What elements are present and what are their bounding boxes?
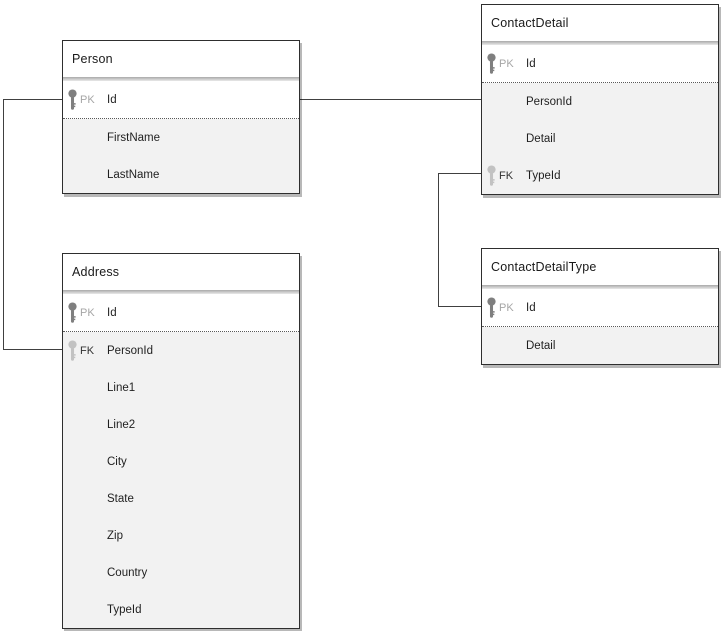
- pk-badge: PK: [499, 57, 514, 70]
- key-indicator: FK: [486, 165, 526, 186]
- column-row: LastName: [63, 156, 299, 193]
- fk-badge: FK: [499, 169, 514, 182]
- pk-badge: PK: [80, 93, 95, 106]
- header-shadow: [482, 285, 718, 289]
- column-row: Detail: [482, 120, 718, 157]
- column-name: State: [107, 492, 134, 505]
- column-name: TypeId: [526, 169, 561, 182]
- key-columns-section: PK Id: [482, 289, 718, 327]
- fk-badge: FK: [80, 344, 95, 357]
- primary-key-icon: [487, 297, 496, 318]
- column-row: State: [63, 480, 299, 517]
- column-name: LastName: [107, 168, 160, 181]
- column-name: Line1: [107, 381, 136, 394]
- key-indicator: PK: [67, 302, 107, 323]
- column-row: PK Id: [482, 45, 718, 82]
- table-title: Address: [72, 265, 120, 279]
- connector-person-address: [3, 349, 62, 350]
- column-name: City: [107, 455, 127, 468]
- column-row: PK Id: [63, 294, 299, 331]
- column-row: PK Id: [482, 289, 718, 326]
- column-row: Detail: [482, 327, 718, 364]
- connector-contactdetail-contactdetailtype: [438, 173, 481, 174]
- connector-contactdetail-contactdetailtype: [438, 173, 439, 307]
- key-columns-section: PK Id: [63, 81, 299, 119]
- header-shadow: [482, 41, 718, 45]
- key-indicator: FK: [67, 340, 107, 361]
- column-name: Detail: [526, 339, 556, 352]
- column-row: PersonId: [482, 83, 718, 120]
- column-name: FirstName: [107, 131, 161, 144]
- pk-badge: PK: [80, 306, 95, 319]
- key-indicator: PK: [486, 297, 526, 318]
- column-name: Country: [107, 566, 148, 579]
- table-header: ContactDetail: [482, 5, 718, 41]
- columns-section: Detail: [482, 327, 718, 364]
- column-name: Detail: [526, 132, 556, 145]
- table-header: Person: [63, 41, 299, 77]
- connector-person-address: [3, 99, 62, 100]
- table-title: ContactDetail: [491, 16, 569, 30]
- foreign-key-icon: [68, 340, 77, 361]
- connector-contactdetail-contactdetailtype: [438, 306, 481, 307]
- table-title: Person: [72, 52, 113, 66]
- table-header: ContactDetailType: [482, 249, 718, 285]
- header-shadow: [63, 290, 299, 294]
- key-indicator: PK: [486, 53, 526, 74]
- column-row: FK TypeId: [482, 157, 718, 194]
- column-name: PersonId: [107, 344, 154, 357]
- key-indicator: PK: [67, 89, 107, 110]
- key-columns-section: PK Id: [63, 294, 299, 332]
- column-name: PersonId: [526, 95, 573, 108]
- column-row: Line2: [63, 406, 299, 443]
- column-name: Id: [107, 306, 117, 319]
- column-row: FirstName: [63, 119, 299, 156]
- pk-badge: PK: [499, 301, 514, 314]
- column-row: FK PersonId: [63, 332, 299, 369]
- column-name: Id: [526, 301, 536, 314]
- primary-key-icon: [487, 53, 496, 74]
- column-row: PK Id: [63, 81, 299, 118]
- column-name: Id: [107, 93, 117, 106]
- header-shadow: [63, 77, 299, 81]
- connector-person-contactdetail: [300, 99, 481, 100]
- column-row: Country: [63, 554, 299, 591]
- column-row: Line1: [63, 369, 299, 406]
- foreign-key-icon: [487, 165, 496, 186]
- table-contact-detail-type[interactable]: ContactDetailType PK Id Detail: [481, 248, 719, 365]
- table-header: Address: [63, 254, 299, 290]
- column-name: TypeId: [107, 603, 142, 616]
- key-columns-section: PK Id: [482, 45, 718, 83]
- column-name: Id: [526, 57, 536, 70]
- column-row: City: [63, 443, 299, 480]
- column-row: Zip: [63, 517, 299, 554]
- primary-key-icon: [68, 302, 77, 323]
- column-name: Line2: [107, 418, 136, 431]
- column-name: Zip: [107, 529, 123, 542]
- column-row: TypeId: [63, 591, 299, 628]
- table-title: ContactDetailType: [491, 260, 597, 274]
- primary-key-icon: [68, 89, 77, 110]
- connector-person-address: [3, 99, 4, 350]
